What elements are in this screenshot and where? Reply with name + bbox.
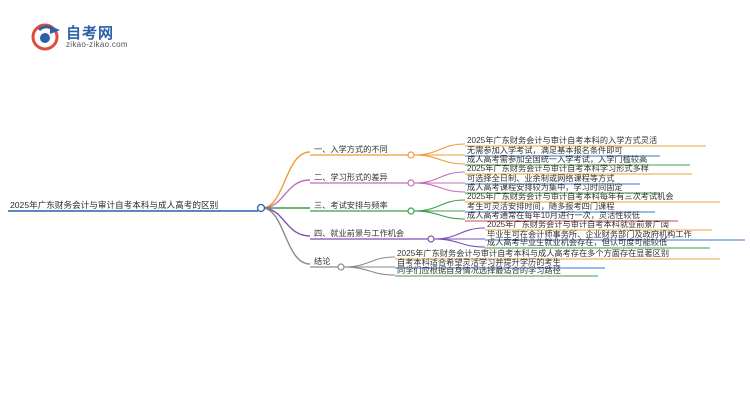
branch-4-label[interactable]: 四、就业前景与工作机会 xyxy=(314,228,404,238)
logo-graduate-cap-icon xyxy=(31,23,60,51)
connector-b3-leaf-3 xyxy=(412,210,466,220)
leaf-2-3[interactable]: 成人高考课程安排较为集中，学习时间固定 xyxy=(467,182,623,192)
leaf-1-1[interactable]: 2025年广东财务会计与审计自考本科的入学方式灵活 xyxy=(467,135,657,145)
connector-b1-leaf-1 xyxy=(412,143,466,156)
connector-b2-leaf-3 xyxy=(412,182,466,193)
leaf-4-2[interactable]: 毕业生可在会计师事务所、企业财务部门及政府机构工作 xyxy=(487,229,692,239)
leaf-5-1[interactable]: 2025年广东财务会计与审计自考本科与成人高考存在多个方面存在显著区别 xyxy=(397,248,669,258)
connector-b5-leaf-3 xyxy=(342,266,396,276)
connector-b1-leaf-3 xyxy=(412,154,466,165)
branch-3-toggle-dot[interactable] xyxy=(407,207,415,215)
branch-1-label[interactable]: 一、入学方式的不同 xyxy=(314,144,388,154)
logo-brand-text: 自考网 xyxy=(66,25,115,42)
leaf-3-1[interactable]: 2025年广东财务会计与审计自考本科每年有三次考试机会 xyxy=(467,191,674,201)
branch-2-toggle-dot[interactable] xyxy=(407,179,415,187)
leaf-3-3[interactable]: 成人高考通常在每年10月进行一次，灵活性较低 xyxy=(467,210,640,220)
branch-1-toggle-dot[interactable] xyxy=(407,151,415,159)
branch-3-label[interactable]: 三、考试安排与频率 xyxy=(314,200,388,210)
leaf-1-3[interactable]: 成人高考需参加全国统一入学考试，入学门槛较高 xyxy=(467,154,647,164)
branch-2-label[interactable]: 二、学习形式的差异 xyxy=(314,172,388,182)
branch-5-toggle-dot[interactable] xyxy=(337,263,345,271)
branch-5-label[interactable]: 结论 xyxy=(314,256,330,266)
leaf-3-2[interactable]: 考生可灵活安排时间，随多报考四门课程 xyxy=(467,201,614,211)
root-node-dot[interactable] xyxy=(256,203,266,213)
connector-b3-leaf-1 xyxy=(412,199,466,212)
connector-root-branch-2 xyxy=(261,179,311,209)
leaf-5-2[interactable]: 自考本科适合希望灵活学习并提升学历的考生 xyxy=(397,257,561,267)
branch-4-toggle-dot[interactable] xyxy=(427,235,435,243)
connector-b5-leaf-1 xyxy=(342,256,396,268)
leaf-2-2[interactable]: 可选择全日制、业余制或网络课程等方式 xyxy=(467,173,614,183)
leaf-2-1[interactable]: 2025年广东财务会计与审计自考本科学习形式多样 xyxy=(467,163,649,173)
leaf-5-3[interactable]: 同学们应根据自身情况选择最适合的学习路径 xyxy=(397,265,561,275)
connector-root-branch-1 xyxy=(261,151,311,209)
connector-root-branch-4 xyxy=(261,207,311,237)
logo-domain-text: zikao-zikao.com xyxy=(66,40,128,49)
connector-root-branch-5 xyxy=(261,207,311,265)
connector-b4-leaf-1 xyxy=(432,227,486,240)
leaf-4-3[interactable]: 成人高考毕业生就业机会存在，但认可度可能较低 xyxy=(487,237,667,247)
leaf-4-1[interactable]: 2025年广东财务会计与审计自考本科就业前景广阔 xyxy=(487,219,669,229)
root-label[interactable]: 2025年广东财务会计与审计自考本科与成人高考的区别 xyxy=(10,199,218,210)
leaf-1-2[interactable]: 无需参加入学考试，满足基本报名条件即可 xyxy=(467,145,623,155)
connector-b2-leaf-1 xyxy=(412,171,466,184)
connector-b4-leaf-3 xyxy=(432,238,486,248)
site-logo[interactable]: 自考网 zikao-zikao.com xyxy=(30,22,140,52)
